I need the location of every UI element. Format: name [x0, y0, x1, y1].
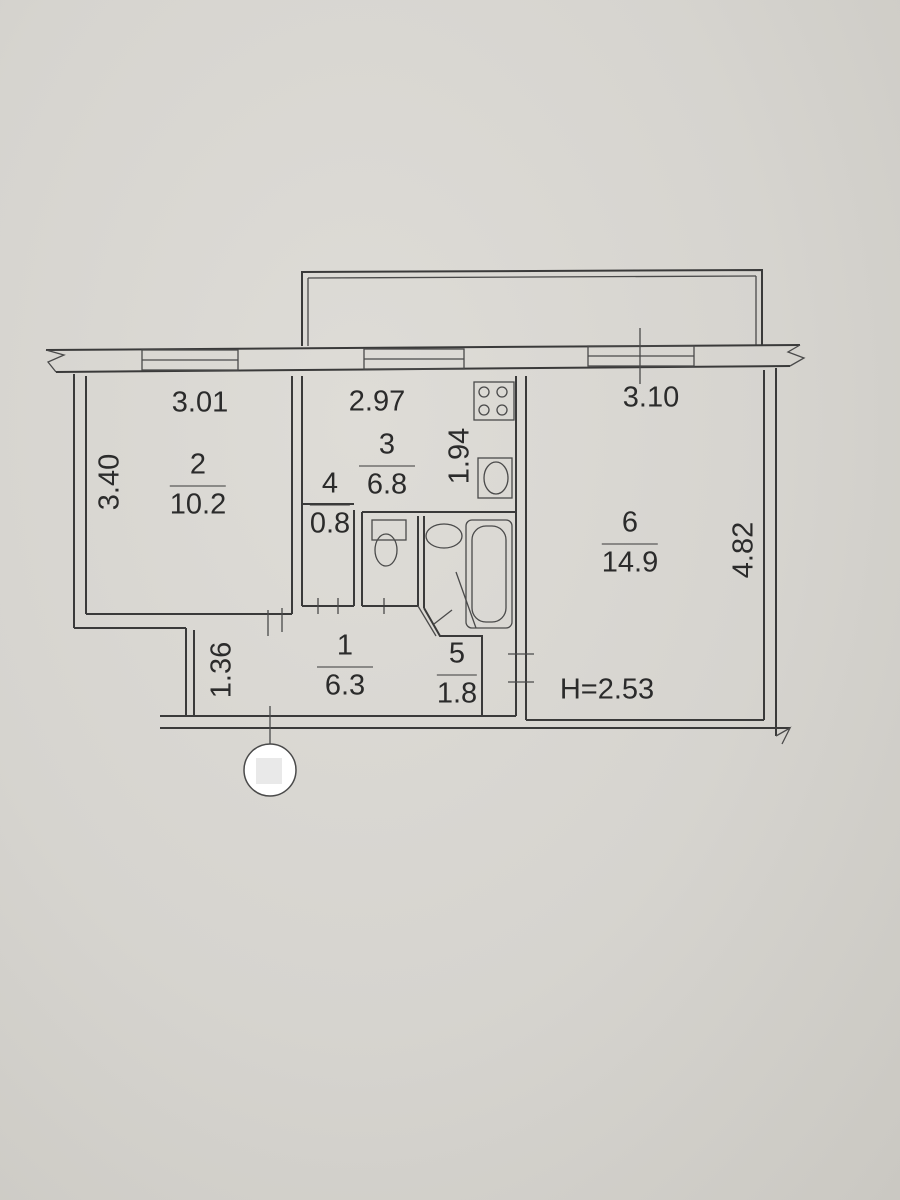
room-5-area: 1.8	[436, 677, 478, 710]
room-2-label: 2 10.2	[169, 448, 227, 521]
room3-width-label: 2.97	[348, 385, 406, 418]
room-2-walls	[73, 374, 303, 636]
room-5-number: 5	[448, 637, 466, 670]
room2-width-label: 3.01	[171, 386, 229, 419]
room-5-label: 5 1.8	[436, 637, 478, 710]
room-2-area: 10.2	[169, 488, 227, 521]
room6-width-label: 3.10	[622, 381, 680, 414]
room-6-walls	[508, 368, 792, 745]
room-2-number: 2	[189, 448, 207, 481]
room-6-number: 6	[621, 506, 639, 539]
balcony	[301, 268, 763, 346]
redaction-patch	[256, 758, 282, 784]
hall-walls	[160, 598, 790, 744]
room-4-area: 0.8	[309, 507, 351, 540]
room-4-label: 4 0.8	[309, 467, 351, 540]
hall-depth-label: 1.36	[205, 641, 238, 699]
room3-depth-label: 1.94	[443, 427, 476, 485]
room-6-label: 6 14.9	[601, 506, 659, 579]
ceiling-height-label: H=2.53	[559, 673, 655, 706]
room-1-number: 1	[336, 629, 354, 662]
room6-depth-label: 4.82	[727, 521, 760, 579]
room-4-number: 4	[321, 467, 339, 500]
room2-depth-label: 3.40	[93, 453, 126, 511]
room-3-number: 3	[378, 428, 396, 461]
wet-zone-walls	[302, 376, 527, 720]
room-1-label: 1 6.3	[317, 629, 373, 702]
front-wall	[45, 328, 806, 384]
room-3-area: 6.8	[366, 468, 408, 501]
room-6-area: 14.9	[601, 546, 659, 579]
room-1-area: 6.3	[324, 669, 366, 702]
room-3-label: 3 6.8	[359, 428, 415, 501]
